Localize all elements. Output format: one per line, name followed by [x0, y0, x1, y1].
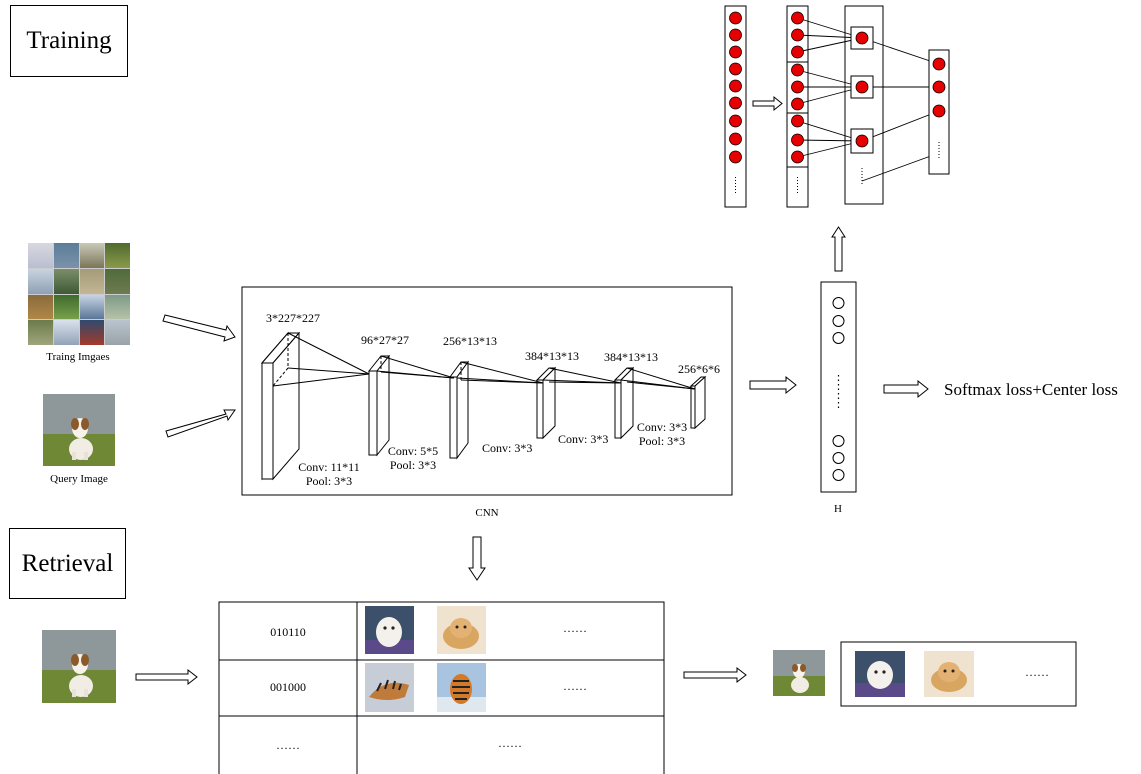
training-title-box: Training: [10, 5, 128, 77]
op-5-conv: Conv: 3*3: [632, 420, 692, 434]
retrieval-title-box: Retrieval: [9, 528, 126, 599]
thumb-tiger-run: [437, 663, 486, 712]
fc-output-neurons: [933, 58, 945, 117]
thumb-puppy-golden: [437, 606, 486, 654]
layer-3-dims: 256*13*13: [443, 334, 497, 348]
hollow-right-arrow-icon: [166, 410, 235, 437]
result-thumb-puppy-white: [855, 651, 905, 697]
hollow-up-arrow-icon: [832, 227, 845, 271]
dog-photo-icon: [43, 394, 115, 466]
op-2-pool: Pool: 3*3: [381, 458, 445, 472]
dog-photo-icon: [42, 630, 116, 703]
hollow-right-arrow-icon: [750, 377, 796, 393]
fc-grouped-neurons: [792, 12, 804, 163]
op-4-conv: Conv: 3*3: [558, 432, 608, 446]
hash-layer-label: H: [828, 502, 848, 516]
hollow-right-arrow-icon: [684, 668, 746, 682]
table-row-3-more: ……: [498, 736, 522, 750]
query-image: [43, 394, 115, 466]
table-row-1-code: 010110: [220, 625, 356, 639]
layer-2-dims: 96*27*27: [361, 333, 409, 347]
table-row-3-code: ……: [220, 738, 356, 752]
hollow-down-arrow-icon: [469, 537, 485, 580]
fc-input-neurons: [730, 12, 742, 163]
op-1: Conv: 11*11 Pool: 3*3: [290, 460, 368, 488]
layer-1-dims: 3*227*227: [266, 311, 320, 325]
op-2: Conv: 5*5 Pool: 3*3: [381, 444, 445, 472]
retrieval-title: Retrieval: [22, 550, 114, 578]
training-title: Training: [26, 27, 111, 55]
thumb-puppy-white: [365, 606, 414, 654]
layer-5-dims: 384*13*13: [604, 350, 658, 364]
hollow-right-arrow-icon: [163, 315, 235, 341]
table-row-2-code: 001000: [220, 680, 356, 694]
result-more: ……: [1025, 665, 1049, 679]
op-5: Conv: 3*3 Pool: 3*3: [632, 420, 692, 448]
op-5-pool: Pool: 3*3: [632, 434, 692, 448]
op-1-conv: Conv: 11*11: [290, 460, 368, 474]
thumb-tiger-snow: [365, 663, 414, 712]
training-network: [725, 6, 949, 207]
query-image-label: Query Image: [30, 472, 128, 486]
op-2-conv: Conv: 5*5: [381, 444, 445, 458]
loss-text: Softmax loss+Center loss: [944, 380, 1118, 400]
layer-6-dims: 256*6*6: [678, 362, 720, 376]
op-3-conv: Conv: 3*3: [482, 441, 532, 455]
hollow-right-arrow-icon: [753, 97, 782, 110]
op-1-pool: Pool: 3*3: [290, 474, 368, 488]
cnn-label: CNN: [467, 506, 507, 520]
training-images-grid: [28, 243, 130, 345]
training-images-label: Traing Imgaes: [20, 350, 136, 364]
layer-4-dims: 384*13*13: [525, 349, 579, 363]
retrieval-query-image: [42, 630, 116, 703]
table-row-1-more: ……: [563, 621, 587, 635]
result-query-image: [773, 650, 825, 696]
hollow-right-arrow-icon: [884, 381, 928, 397]
hollow-right-arrow-icon: [136, 670, 197, 684]
table-row-2-more: ……: [563, 679, 587, 693]
result-thumb-puppy-golden: [924, 651, 974, 697]
